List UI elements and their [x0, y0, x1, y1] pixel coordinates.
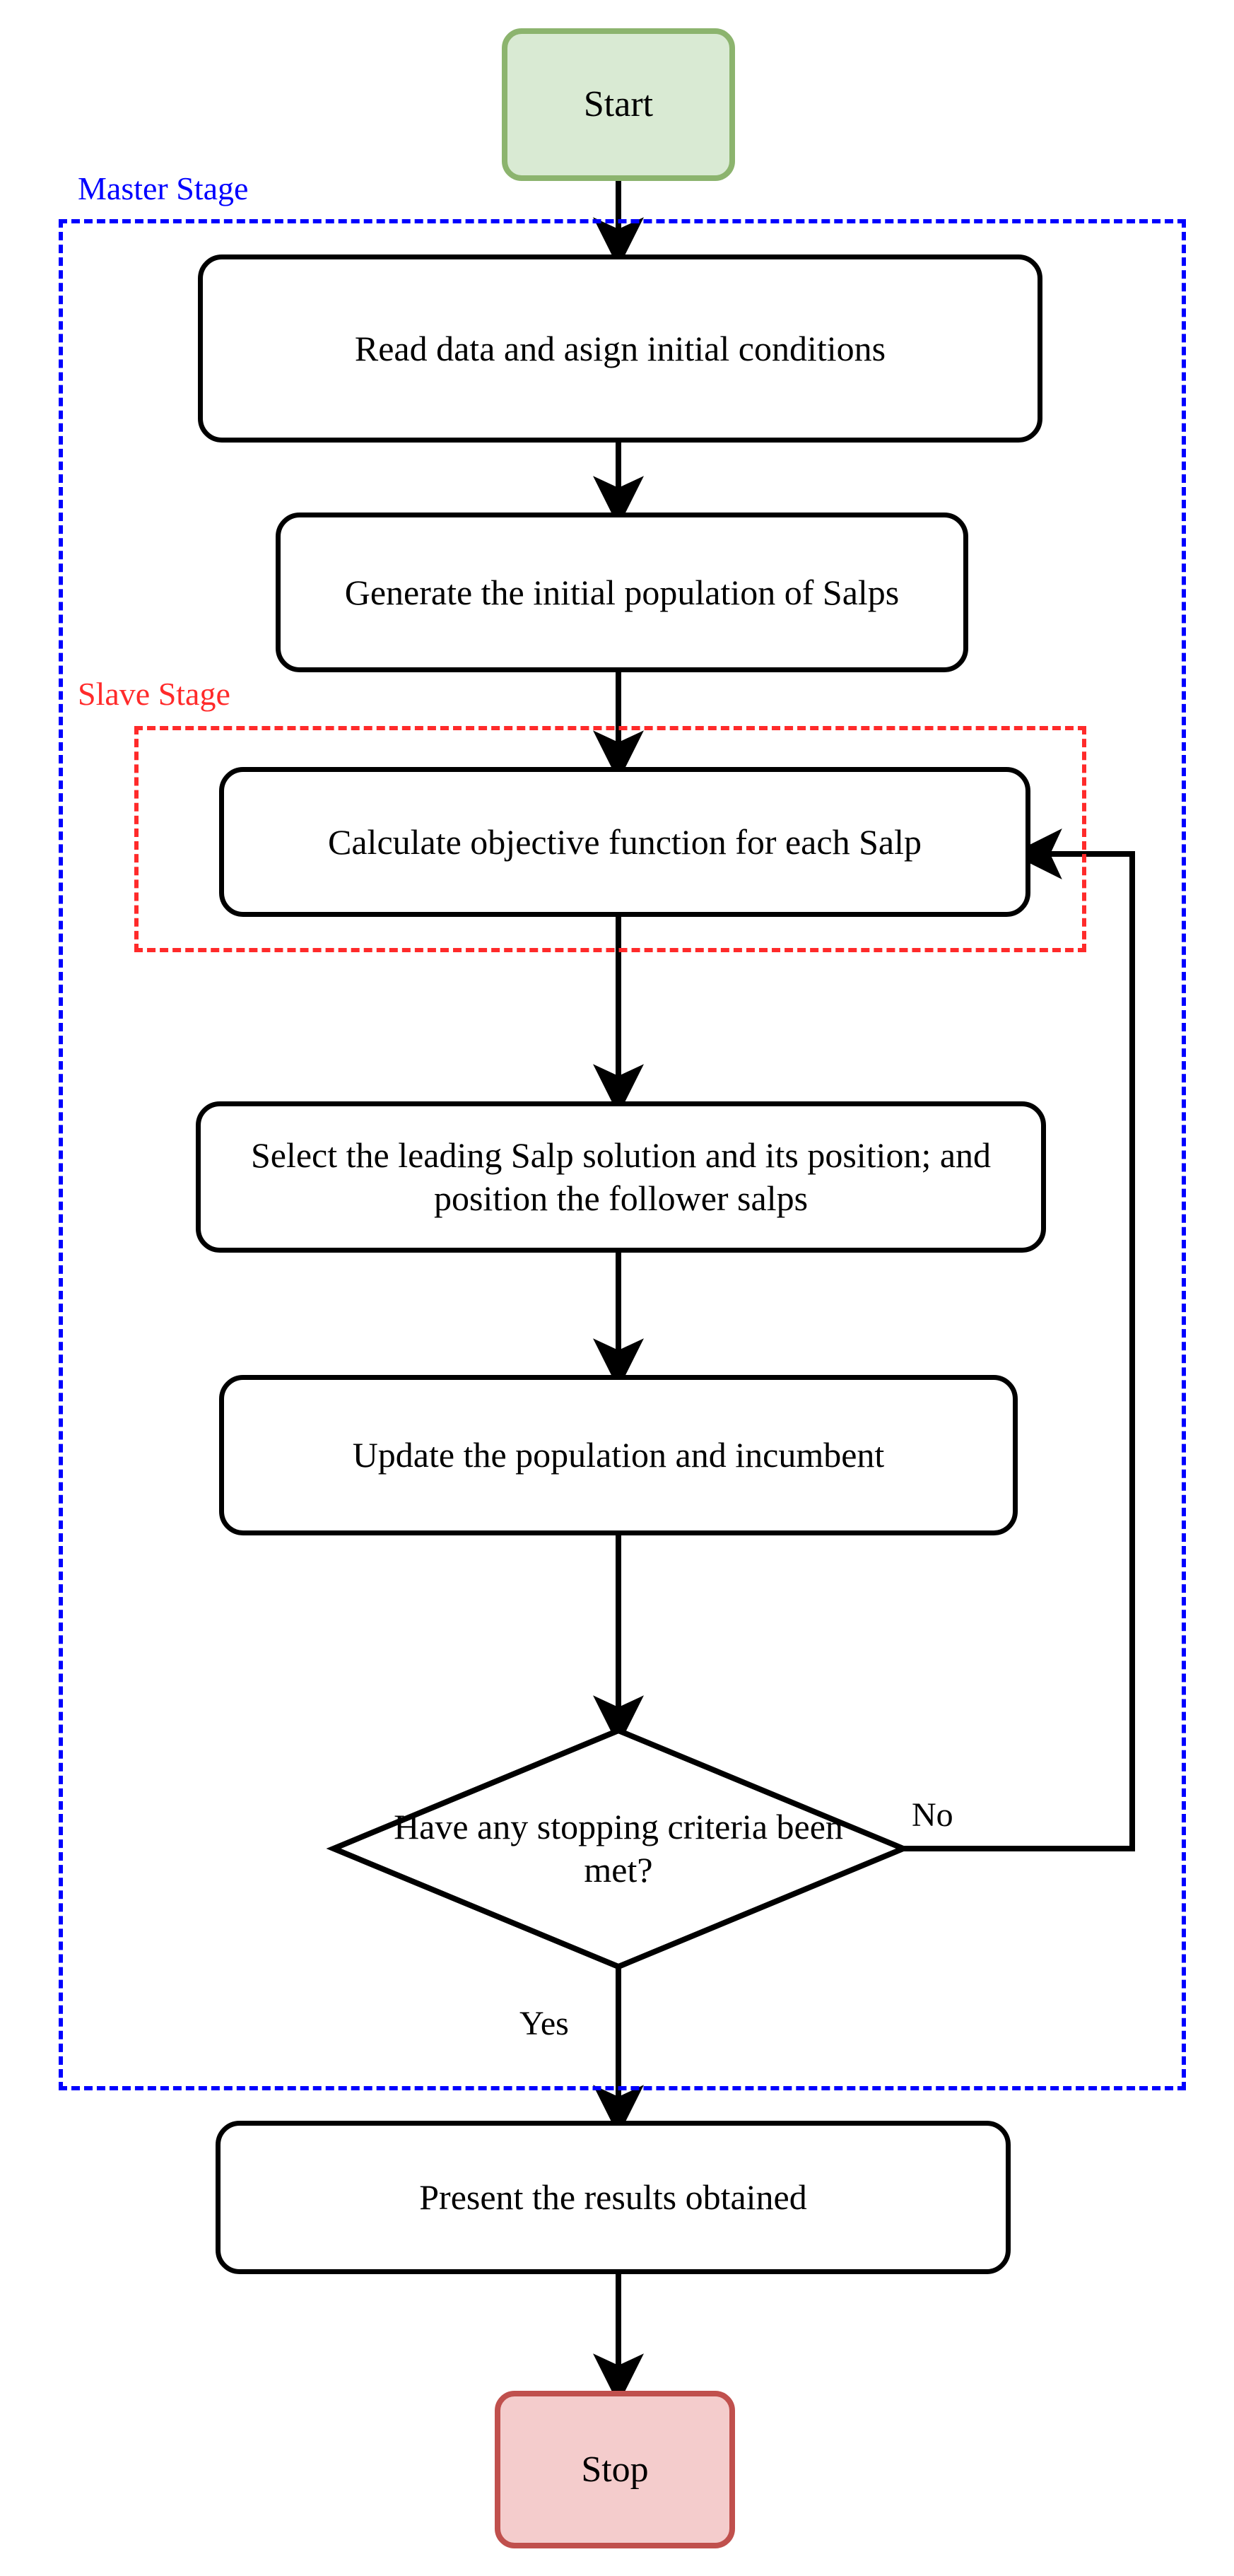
node-read-data[interactable]: Read data and asign initial conditions	[198, 254, 1042, 443]
decision-diamond-shape	[326, 1727, 911, 1970]
node-stopping-criteria-decision[interactable]: Have any stopping criteria been met?	[392, 1767, 845, 1930]
node-stop[interactable]: Stop	[495, 2391, 735, 2548]
node-update-population[interactable]: Update the population and incumbent	[219, 1375, 1018, 1535]
node-present-results[interactable]: Present the results obtained	[216, 2121, 1011, 2274]
node-present-results-label: Present the results obtained	[419, 2177, 807, 2217]
node-generate-population[interactable]: Generate the initial population of Salps	[276, 513, 968, 672]
slave-stage-label: Slave Stage	[78, 676, 230, 712]
node-start-label: Start	[583, 84, 654, 125]
edge-label-yes: Yes	[519, 2005, 569, 2042]
node-select-leading-salp-label: Select the leading Salp solution and its…	[250, 1135, 992, 1218]
edge-label-no: No	[912, 1796, 953, 1834]
node-calculate-objective-label: Calculate objective function for each Sa…	[328, 821, 922, 862]
node-select-leading-salp[interactable]: Select the leading Salp solution and its…	[196, 1101, 1046, 1253]
node-calculate-objective[interactable]: Calculate objective function for each Sa…	[219, 767, 1030, 917]
node-generate-population-label: Generate the initial population of Salps	[344, 572, 900, 612]
node-read-data-label: Read data and asign initial conditions	[354, 328, 886, 368]
node-start[interactable]: Start	[502, 28, 735, 181]
node-stop-label: Stop	[581, 2449, 649, 2490]
node-stopping-criteria-decision-label: Have any stopping criteria been met?	[394, 1807, 843, 1890]
slave-stage-frame	[134, 726, 1086, 952]
node-update-population-label: Update the population and incumbent	[352, 1435, 885, 1475]
master-stage-label: Master Stage	[78, 170, 249, 206]
edge-decision-no-feedback	[903, 829, 1135, 1851]
